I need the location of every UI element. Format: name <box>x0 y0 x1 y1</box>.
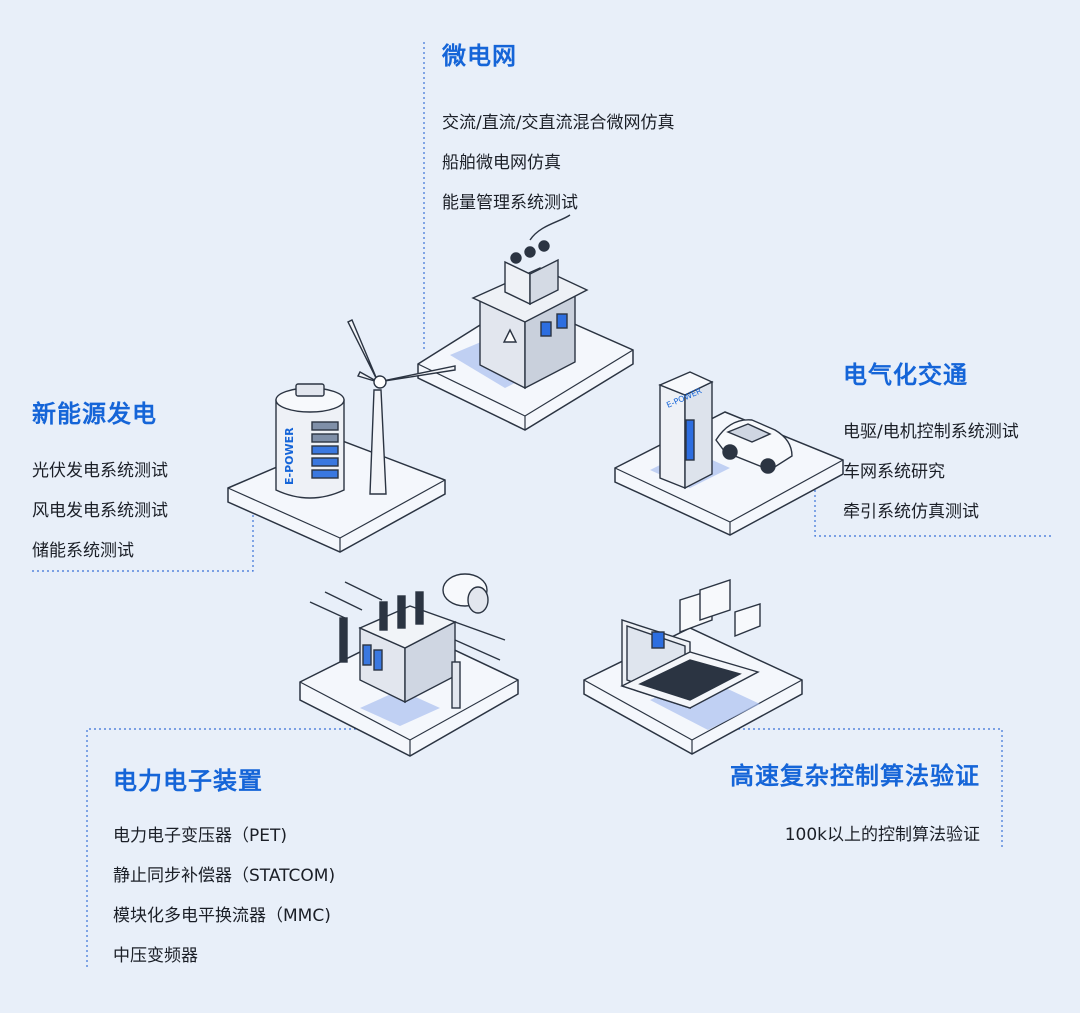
power-electronics-title: 电力电子装置 <box>113 767 263 795</box>
car-icon <box>715 419 793 474</box>
list-item: 100k以上的控制算法验证 <box>784 825 980 845</box>
leader-lines <box>30 42 1052 968</box>
list-item: 牵引系统仿真测试 <box>843 502 979 522</box>
renewable-title: 新能源发电 <box>32 400 157 428</box>
list-item: 光伏发电系统测试 <box>32 461 168 481</box>
power-electronics-leader-line <box>86 728 406 968</box>
charger-icon: E-POWER <box>658 371 714 490</box>
substation-icon <box>471 214 589 390</box>
transport-list: 电驱/电机控制系统测试 车网系统研究 牵引系统仿真测试 <box>843 412 1019 532</box>
renewable-list: 光伏发电系统测试 风电发电系统测试 储能系统测试 <box>32 451 168 571</box>
control-section: 高速复杂控制算法验证 100k以上的控制算法验证 <box>730 756 980 855</box>
list-item: 风电发电系统测试 <box>32 501 168 521</box>
control-platform <box>583 579 803 755</box>
list-item: 车网系统研究 <box>843 462 945 482</box>
transport-title: 电气化交通 <box>843 361 968 389</box>
list-item: 模块化多电平换流器（MMC) <box>113 906 331 926</box>
control-list: 100k以上的控制算法验证 <box>730 815 980 855</box>
microgrid-section: 微电网 交流/直流/交直流混合微网仿真 船舶微电网仿真 能量管理系统测试 <box>442 36 674 223</box>
renewable-leader-line <box>30 490 254 572</box>
microgrid-list: 交流/直流/交直流混合微网仿真 船舶微电网仿真 能量管理系统测试 <box>442 103 674 223</box>
microgrid-title: 微电网 <box>442 42 517 70</box>
list-item: 电驱/电机控制系统测试 <box>843 422 1019 442</box>
transport-section: 电气化交通 电驱/电机控制系统测试 车网系统研究 牵引系统仿真测试 <box>843 355 1019 532</box>
list-item: 中压变频器 <box>113 946 198 966</box>
power-electronics-list: 电力电子变压器（PET) 静止同步补偿器（STATCOM) 模块化多电平换流器（… <box>113 816 335 976</box>
transformer-icon <box>309 573 506 709</box>
transport-leader-line <box>814 470 1052 537</box>
power-electronics-section: 电力电子装置 电力电子变压器（PET) 静止同步补偿器（STATCOM) 模块化… <box>113 761 335 976</box>
transport-platform: E-POWER <box>614 371 844 536</box>
power-electronics-platform <box>299 573 519 757</box>
renewable-section: 新能源发电 光伏发电系统测试 风电发电系统测试 储能系统测试 <box>32 394 168 571</box>
list-item: 能量管理系统测试 <box>442 193 578 213</box>
list-item: 船舶微电网仿真 <box>442 153 561 173</box>
battery-icon: E-POWER <box>275 383 345 499</box>
list-item: 电力电子变压器（PET) <box>113 826 288 846</box>
list-item: 静止同步补偿器（STATCOM) <box>113 866 336 886</box>
microgrid-platform <box>417 214 634 431</box>
list-item: 交流/直流/交直流混合微网仿真 <box>442 113 675 133</box>
control-title: 高速复杂控制算法验证 <box>730 762 980 790</box>
wind-turbine-icon <box>347 319 456 495</box>
list-item: 储能系统测试 <box>32 541 134 561</box>
renewable-platform: E-POWER <box>227 319 456 553</box>
laptop-icon <box>620 579 761 709</box>
battery-brand-label: E-POWER <box>283 427 296 485</box>
